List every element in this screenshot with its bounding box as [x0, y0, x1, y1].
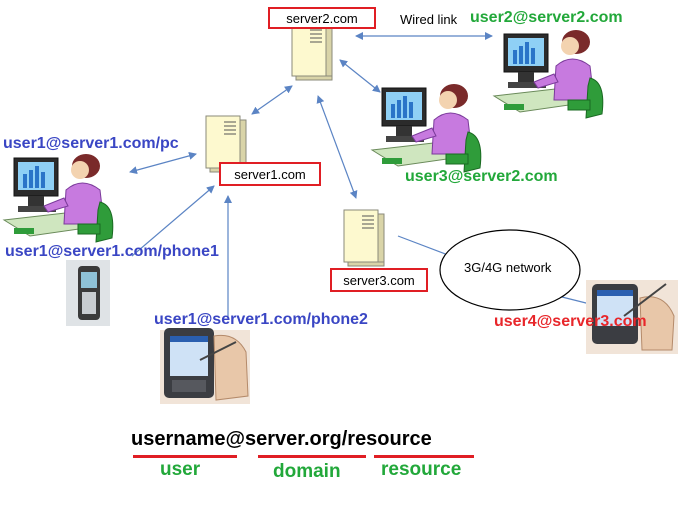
user2-desktop-icon — [493, 29, 604, 119]
server3-label: server3.com — [330, 268, 428, 292]
domain-part-label: domain — [273, 461, 341, 482]
wired-link-label: Wired link — [400, 12, 458, 27]
network-cloud — [439, 229, 581, 311]
user-underline — [133, 455, 237, 458]
user3-desktop-icon — [371, 83, 482, 173]
server2-label: server2.com — [268, 7, 376, 29]
resource-underline — [374, 455, 474, 458]
jid-format: username@server.org/resource — [131, 428, 432, 450]
server2-icon — [291, 23, 333, 81]
network-label: 3G/4G network — [464, 260, 552, 275]
user1-pc-desktop-icon — [3, 153, 114, 243]
resource-part-label: resource — [381, 459, 462, 480]
pda-user4-icon — [586, 280, 678, 354]
user1-phone2-label: user1@server1.com/phone2 — [154, 311, 368, 328]
user1-phone1-label: user1@server1.com/phone1 — [5, 243, 219, 260]
user1-pc-label: user1@server1.com/pc — [3, 135, 179, 152]
user4-label: user4@server3.com — [494, 313, 647, 330]
user-part-label: user — [160, 459, 201, 480]
pda-icon — [160, 328, 250, 404]
user3-label: user3@server2.com — [405, 168, 558, 185]
server1-label: server1.com — [219, 162, 321, 186]
server3-icon — [343, 209, 385, 267]
domain-underline — [258, 455, 366, 458]
user2-label: user2@server2.com — [470, 9, 623, 26]
mobile-phone-icon — [66, 260, 110, 326]
